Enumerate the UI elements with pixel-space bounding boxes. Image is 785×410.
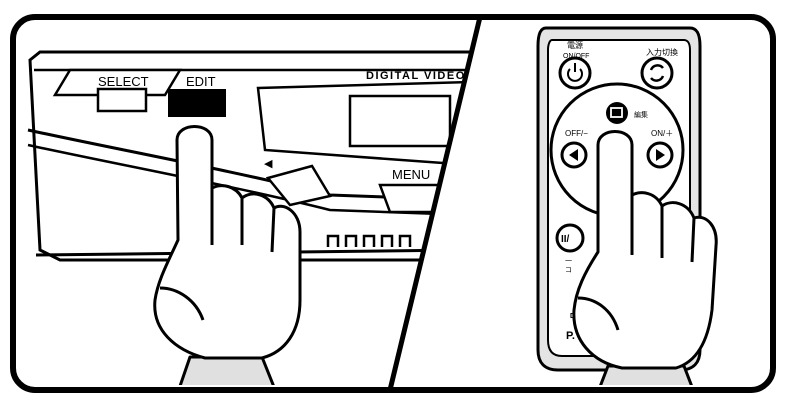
left-arrow-icon (569, 149, 578, 161)
left-finger-crease-3 (270, 207, 276, 253)
pause-glyph: II/ (561, 234, 570, 245)
brand-fragment-2: P. (566, 330, 575, 342)
power-button[interactable] (558, 56, 592, 90)
small-text-1: 一 (565, 258, 572, 265)
remote-edit-button[interactable] (606, 102, 628, 124)
brand-text: DIGITAL VIDEO (366, 70, 466, 82)
refresh-icon (649, 64, 665, 82)
power-icon (567, 63, 583, 82)
small-text-2: コ (565, 266, 572, 274)
right-panel-remote: 電源 ON/OFF 入力切換 編集 OFF/− ON/＋ II/ (536, 26, 718, 385)
left-arrow-marker: ◀ (264, 158, 273, 170)
edit-square-icon (610, 107, 623, 118)
select-label: SELECT (98, 74, 149, 89)
input-label: 入力切換 (646, 47, 678, 57)
edit-label: EDIT (186, 74, 216, 89)
right-hand (572, 130, 718, 385)
left-hand (153, 125, 302, 385)
vent-slots (326, 234, 412, 247)
on-label: ON/＋ (651, 129, 673, 138)
power-label-en: ON/OFF (563, 53, 589, 60)
input-switch-button[interactable] (640, 56, 674, 90)
off-label: OFF/− (565, 129, 588, 138)
select-button[interactable] (96, 87, 148, 113)
edit-label-jp: 編集 (634, 110, 648, 119)
edit-button[interactable] (168, 89, 226, 117)
menu-label: MENU (392, 167, 430, 182)
display-window (348, 94, 452, 148)
right-hand-outline (572, 130, 718, 370)
right-finger-crease-3 (690, 217, 696, 263)
pause-button[interactable] (555, 223, 585, 253)
left-thumb-line (159, 286, 205, 321)
arrow-key[interactable] (265, 164, 332, 207)
right-thumb-line (577, 296, 620, 331)
panel-divider (387, 16, 483, 391)
right-arrow-icon (656, 149, 665, 161)
power-label-jp: 電源 (567, 41, 583, 50)
